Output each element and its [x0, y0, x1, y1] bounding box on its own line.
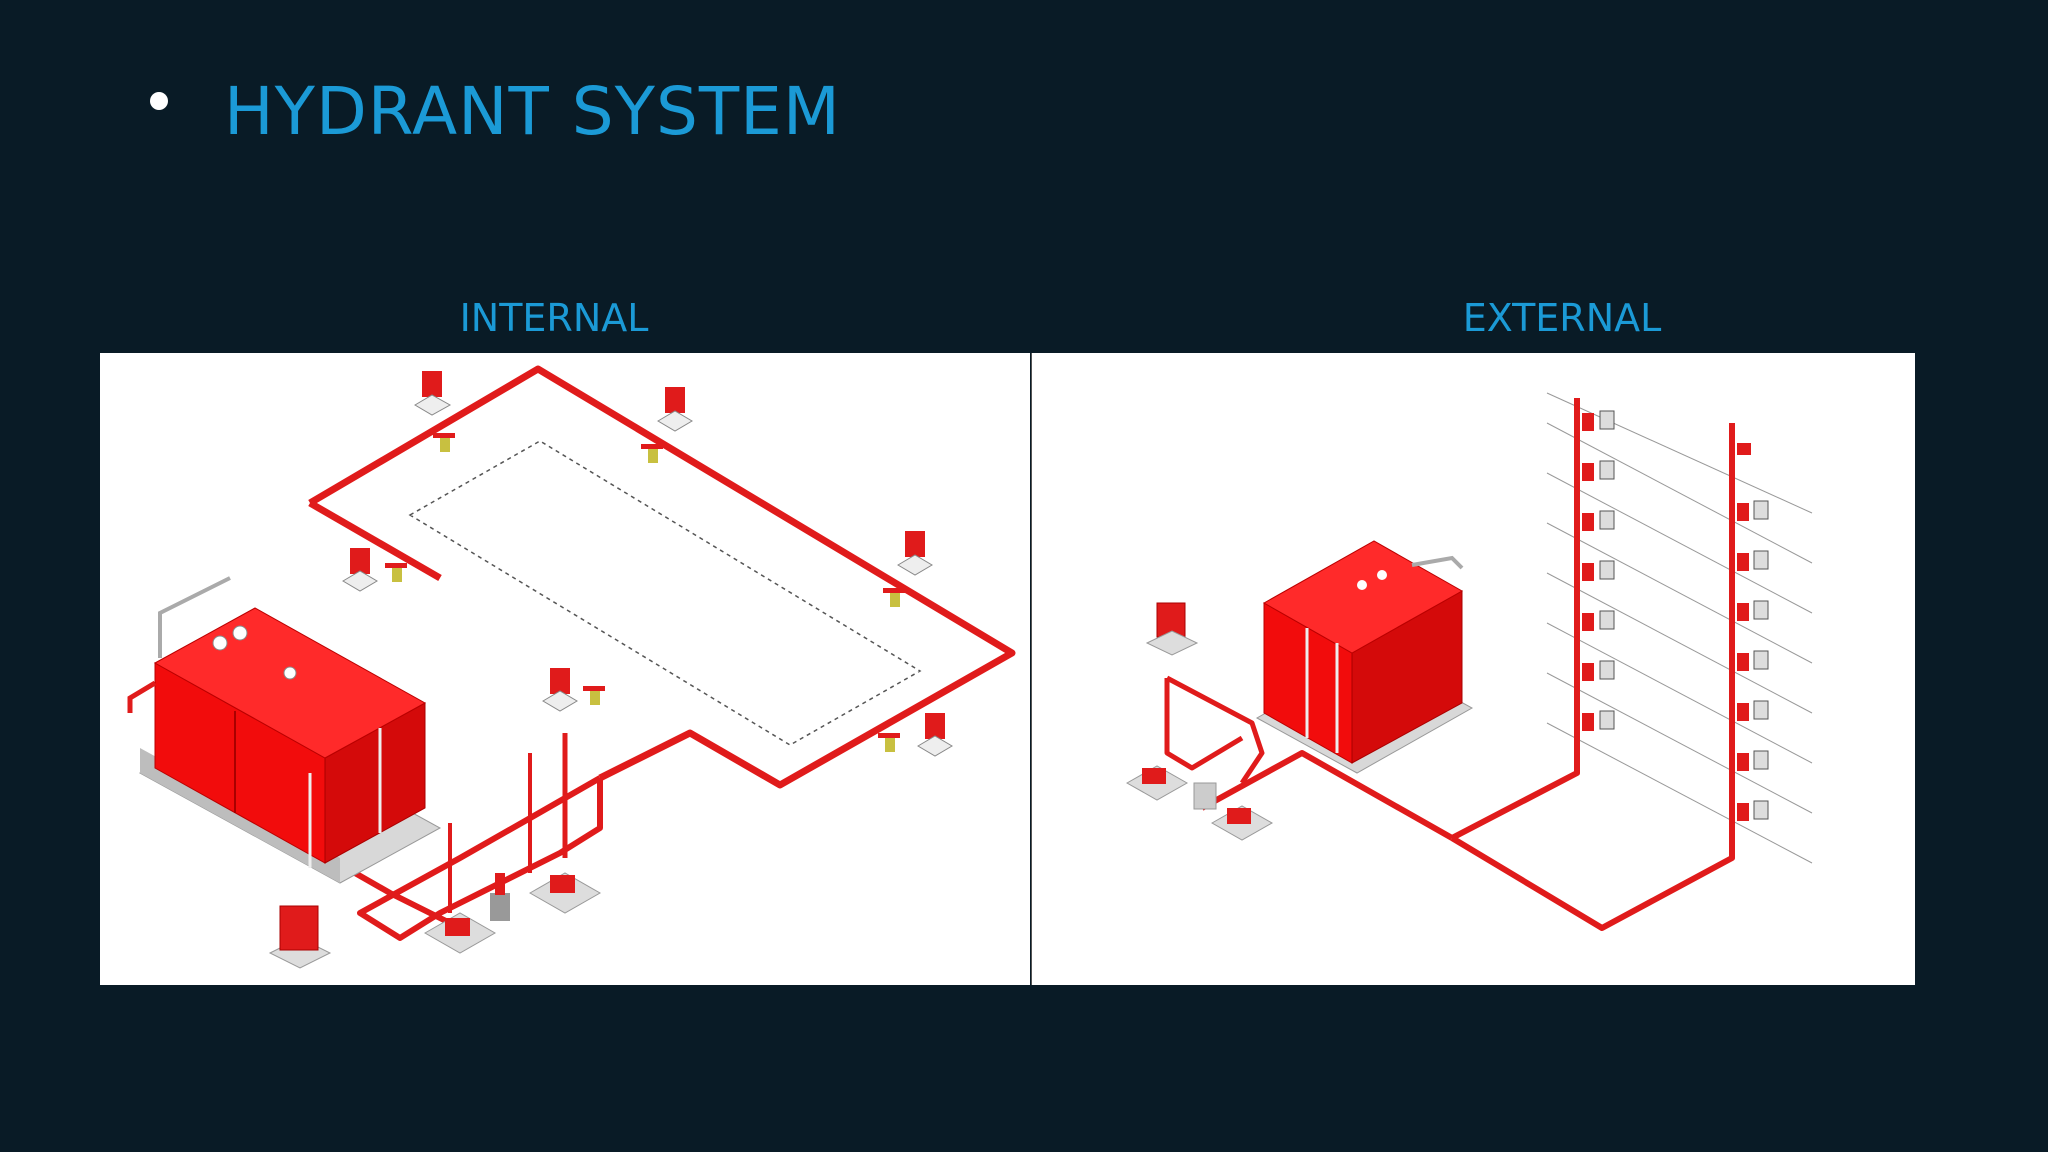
internal-label: INTERNAL — [459, 296, 649, 340]
hydrant-cabinet-6 — [917, 713, 953, 757]
main-distribution-pipe — [1200, 750, 1454, 841]
ring-main-pipe — [308, 365, 1016, 789]
title-bullet — [150, 92, 168, 110]
hydrant-valve-3 — [385, 563, 407, 582]
hydrant-valve-2 — [641, 444, 663, 463]
pump-set — [423, 872, 602, 954]
external-diagram-svg — [1125, 392, 1813, 931]
ring-main-pipe-left — [308, 499, 442, 582]
hydrant-cabinet-outdoor — [1145, 602, 1199, 656]
pump-header-pipe — [1165, 675, 1265, 785]
hydrant-cabinet-2 — [657, 387, 693, 432]
hydrant-valve-1 — [433, 433, 455, 452]
water-tank — [1255, 540, 1474, 774]
internal-diagram-svg — [127, 365, 1016, 969]
slide-title: HYDRANT SYSTEM — [224, 73, 841, 150]
landing-valves-left — [1582, 410, 1615, 731]
hydrant-valve-4 — [883, 588, 905, 607]
hydrant-cabinet-4 — [897, 531, 933, 576]
hydrant-cabinet-5 — [542, 668, 578, 712]
hydrant-valve-5 — [583, 686, 605, 705]
riser-left — [1450, 398, 1580, 841]
hydrant-cabinet-1 — [414, 371, 452, 416]
external-label: EXTERNAL — [1462, 296, 1662, 340]
riser-right — [1450, 423, 1735, 931]
pump-header-pipe — [357, 775, 603, 941]
pump-set — [1125, 765, 1274, 841]
internal-hydrant-diagram — [100, 353, 1030, 985]
control-panel — [268, 905, 332, 969]
landing-valves-right — [1737, 443, 1769, 821]
hydrant-valve-6 — [878, 733, 900, 752]
water-tank — [127, 576, 442, 884]
external-hydrant-diagram — [1031, 353, 1915, 985]
hydrant-cabinet-3 — [342, 548, 378, 592]
floor-lines — [1546, 392, 1813, 864]
pump-supply-pipe — [1164, 678, 1244, 771]
building-outline — [408, 440, 922, 746]
